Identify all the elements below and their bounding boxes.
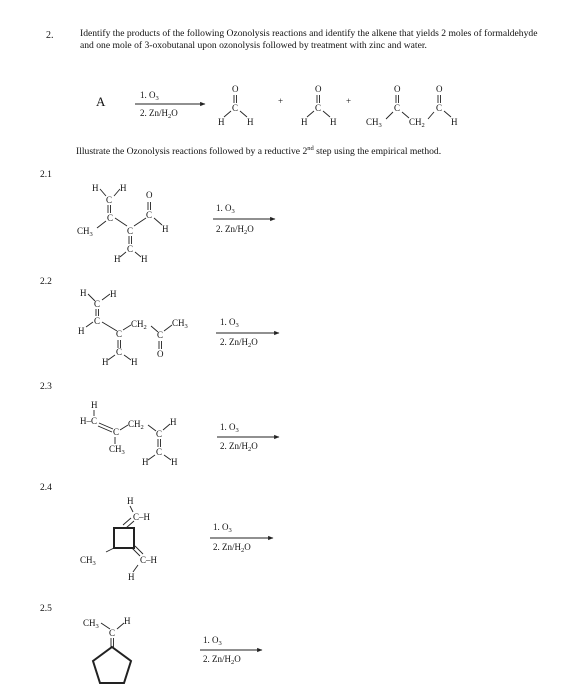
svg-text:O: O bbox=[157, 349, 164, 359]
svg-text:CH3: CH3 bbox=[172, 318, 188, 330]
cyclobutene-ring bbox=[113, 527, 135, 549]
cyclopentylidene-ring bbox=[91, 645, 133, 684]
svg-text:H: H bbox=[128, 572, 135, 582]
svg-text:C: C bbox=[106, 195, 112, 205]
svg-text:H: H bbox=[330, 117, 337, 127]
svg-text:C: C bbox=[156, 447, 162, 457]
svg-text:C: C bbox=[315, 103, 321, 113]
svg-text:H–C: H–C bbox=[80, 416, 97, 426]
svg-text:2. Zn/H2O: 2. Zn/H2O bbox=[140, 108, 178, 120]
svg-text:CH3: CH3 bbox=[109, 444, 125, 456]
subquestion-2-5: 2.5 bbox=[40, 604, 52, 614]
svg-text:H: H bbox=[80, 288, 87, 298]
svg-text:O: O bbox=[315, 84, 322, 94]
svg-text:H: H bbox=[120, 183, 127, 193]
svg-text:2. Zn/H2O: 2. Zn/H2O bbox=[220, 441, 258, 453]
svg-text:H: H bbox=[91, 400, 98, 410]
plus-sign: + bbox=[346, 96, 351, 106]
svg-text:C: C bbox=[107, 213, 113, 223]
subquestion-2-4: 2.4 bbox=[40, 483, 52, 493]
product-formaldehyde-2: O C H H bbox=[301, 84, 337, 127]
svg-text:C–H: C–H bbox=[133, 512, 151, 522]
question-text: Identify the products of the following O… bbox=[80, 28, 538, 51]
svg-text:CH3: CH3 bbox=[83, 618, 99, 630]
svg-text:CH3: CH3 bbox=[77, 226, 93, 238]
svg-text:H: H bbox=[102, 357, 109, 367]
plus-sign: + bbox=[278, 96, 283, 106]
reaction-2-3: H H–C C CH3 CH2 C H C H H 1. O3 2. Zn/H2… bbox=[80, 400, 280, 467]
svg-text:C: C bbox=[113, 427, 119, 437]
svg-text:C: C bbox=[94, 316, 100, 326]
svg-text:C: C bbox=[127, 244, 133, 254]
svg-text:2. Zn/H2O: 2. Zn/H2O bbox=[203, 654, 241, 666]
svg-text:H: H bbox=[141, 254, 148, 264]
svg-text:CH2: CH2 bbox=[409, 117, 425, 129]
instruction-pre: Illustrate the Ozonolysis reactions foll… bbox=[76, 146, 308, 158]
svg-text:H: H bbox=[92, 183, 99, 193]
reagent-main: 1. O3 2. Zn/H2O bbox=[135, 90, 206, 120]
svg-text:1. O3: 1. O3 bbox=[203, 635, 222, 647]
svg-text:C: C bbox=[156, 429, 162, 439]
svg-text:2. Zn/H2O: 2. Zn/H2O bbox=[220, 337, 258, 349]
instruction-post: step using the empirical method. bbox=[313, 146, 442, 158]
product-formaldehyde-1: O C H H bbox=[218, 84, 254, 127]
main-reaction: 1. O3 2. Zn/H2O O C H H + O C H H + O C bbox=[135, 84, 458, 129]
reactant-label-a: A bbox=[96, 94, 106, 109]
svg-text:CH3: CH3 bbox=[80, 555, 96, 567]
svg-text:C: C bbox=[436, 103, 442, 113]
svg-text:O: O bbox=[146, 190, 153, 200]
svg-text:H: H bbox=[78, 326, 85, 336]
instruction-sup: nd bbox=[307, 145, 314, 152]
subquestion-2-3: 2.3 bbox=[40, 382, 52, 392]
svg-text:2. Zn/H2O: 2. Zn/H2O bbox=[216, 224, 254, 236]
svg-text:1. O3: 1. O3 bbox=[216, 203, 235, 215]
svg-text:O: O bbox=[436, 84, 443, 94]
svg-text:CH2: CH2 bbox=[131, 319, 147, 331]
svg-text:H: H bbox=[171, 457, 178, 467]
svg-text:C–H: C–H bbox=[140, 555, 158, 565]
reaction-2-1: H C H C CH3 C C H H C O H 1. O3 2. Zn/H2… bbox=[77, 183, 276, 264]
svg-text:O: O bbox=[394, 84, 401, 94]
svg-text:H: H bbox=[124, 616, 131, 626]
svg-text:C: C bbox=[157, 330, 163, 340]
svg-text:C: C bbox=[232, 103, 238, 113]
instruction-text: Illustrate the Ozonolysis reactions foll… bbox=[76, 145, 441, 157]
reaction-2-5: CH3 C H 1. O3 2. Zn/H2O bbox=[83, 616, 263, 684]
svg-text:C: C bbox=[127, 226, 133, 236]
svg-text:2. Zn/H2O: 2. Zn/H2O bbox=[213, 542, 251, 554]
svg-text:C: C bbox=[116, 329, 122, 339]
svg-text:H: H bbox=[114, 254, 121, 264]
svg-text:C: C bbox=[109, 628, 115, 638]
svg-text:H: H bbox=[218, 117, 225, 127]
svg-text:H: H bbox=[170, 417, 177, 427]
subquestion-2-1: 2.1 bbox=[40, 170, 52, 180]
svg-text:1. O3: 1. O3 bbox=[213, 522, 232, 534]
svg-text:1. O3: 1. O3 bbox=[220, 422, 239, 434]
svg-text:C: C bbox=[394, 103, 400, 113]
question-number: 2. bbox=[46, 30, 54, 41]
svg-text:H: H bbox=[127, 496, 134, 506]
svg-text:CH3: CH3 bbox=[366, 117, 382, 129]
svg-text:H: H bbox=[142, 457, 149, 467]
svg-text:H: H bbox=[301, 117, 308, 127]
svg-text:C: C bbox=[94, 299, 100, 309]
svg-text:O: O bbox=[232, 84, 239, 94]
svg-text:C: C bbox=[116, 347, 122, 357]
svg-text:CH2: CH2 bbox=[128, 419, 144, 431]
subquestion-2-2: 2.2 bbox=[40, 277, 52, 287]
reaction-2-4: H C–H CH3 C–H H 1. O3 2. Zn/H2O bbox=[80, 496, 274, 582]
svg-text:H: H bbox=[162, 224, 169, 234]
svg-text:H: H bbox=[131, 357, 138, 367]
svg-text:H: H bbox=[451, 117, 458, 127]
svg-text:1. O3: 1. O3 bbox=[220, 317, 239, 329]
svg-text:H: H bbox=[247, 117, 254, 127]
svg-text:1. O3: 1. O3 bbox=[140, 90, 159, 102]
svg-text:H: H bbox=[110, 289, 117, 299]
svg-text:C: C bbox=[146, 210, 152, 220]
product-3-oxobutanal: O C CH3 CH2 O C H bbox=[366, 84, 458, 129]
reaction-2-2: H C H C H C C H H CH2 C CH3 O 1. O3 2. Z… bbox=[78, 288, 280, 367]
